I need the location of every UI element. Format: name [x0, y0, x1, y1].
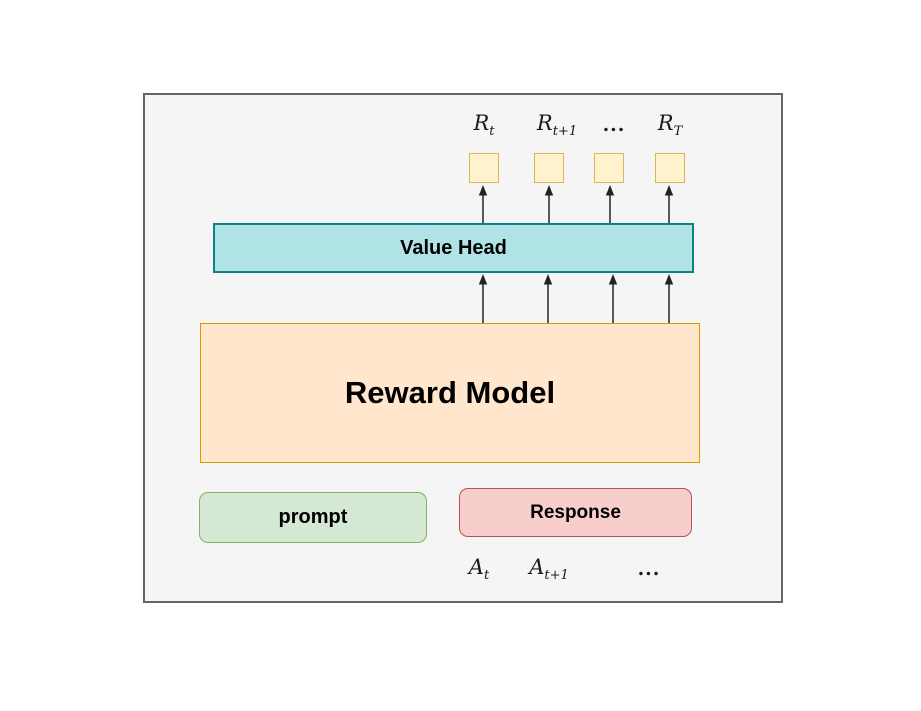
up-arrow-icon	[664, 274, 674, 323]
label-action-t-sub: t	[483, 568, 490, 584]
up-arrow-icon	[605, 185, 615, 223]
reward-model-box: Reward Model	[200, 323, 700, 463]
up-arrow-icon	[543, 274, 553, 323]
label-reward-T: RT	[657, 111, 683, 138]
prompt-box: prompt	[199, 492, 427, 543]
label-reward-t1: Rt+1	[536, 111, 577, 138]
label-reward-t: Rt	[473, 111, 494, 138]
output-square-2	[534, 153, 564, 183]
up-arrow-icon	[478, 185, 488, 223]
label-reward-t-base: R	[473, 111, 490, 135]
label-action-t1: At+1	[529, 555, 569, 582]
label-reward-t1-base: R	[536, 111, 553, 135]
label-top-ellipsis: ...	[602, 114, 626, 136]
label-reward-T-sub: T	[673, 124, 683, 140]
label-action-t-base: A	[468, 555, 484, 579]
response-label: Response	[530, 501, 621, 523]
output-square-1	[469, 153, 499, 183]
value-head-label: Value Head	[400, 236, 507, 259]
label-reward-T-base: R	[657, 111, 674, 135]
up-arrow-icon	[664, 185, 674, 223]
up-arrow-icon	[478, 274, 488, 323]
label-action-t1-sub: t+1	[544, 568, 569, 584]
reward-model-label: Reward Model	[344, 375, 556, 410]
label-reward-t-sub: t	[489, 124, 495, 140]
response-box: Response	[459, 488, 692, 537]
label-reward-t1-sub: t+1	[552, 124, 578, 140]
up-arrow-icon	[544, 185, 554, 223]
label-action-t1-base: A	[529, 555, 545, 579]
output-square-4	[655, 153, 685, 183]
label-action-t: At	[468, 555, 489, 582]
prompt-label: prompt	[278, 506, 348, 528]
label-bottom-ellipsis: ...	[637, 558, 661, 580]
output-square-3	[594, 153, 624, 183]
up-arrow-icon	[608, 274, 618, 323]
value-head-box: Value Head	[213, 223, 694, 273]
